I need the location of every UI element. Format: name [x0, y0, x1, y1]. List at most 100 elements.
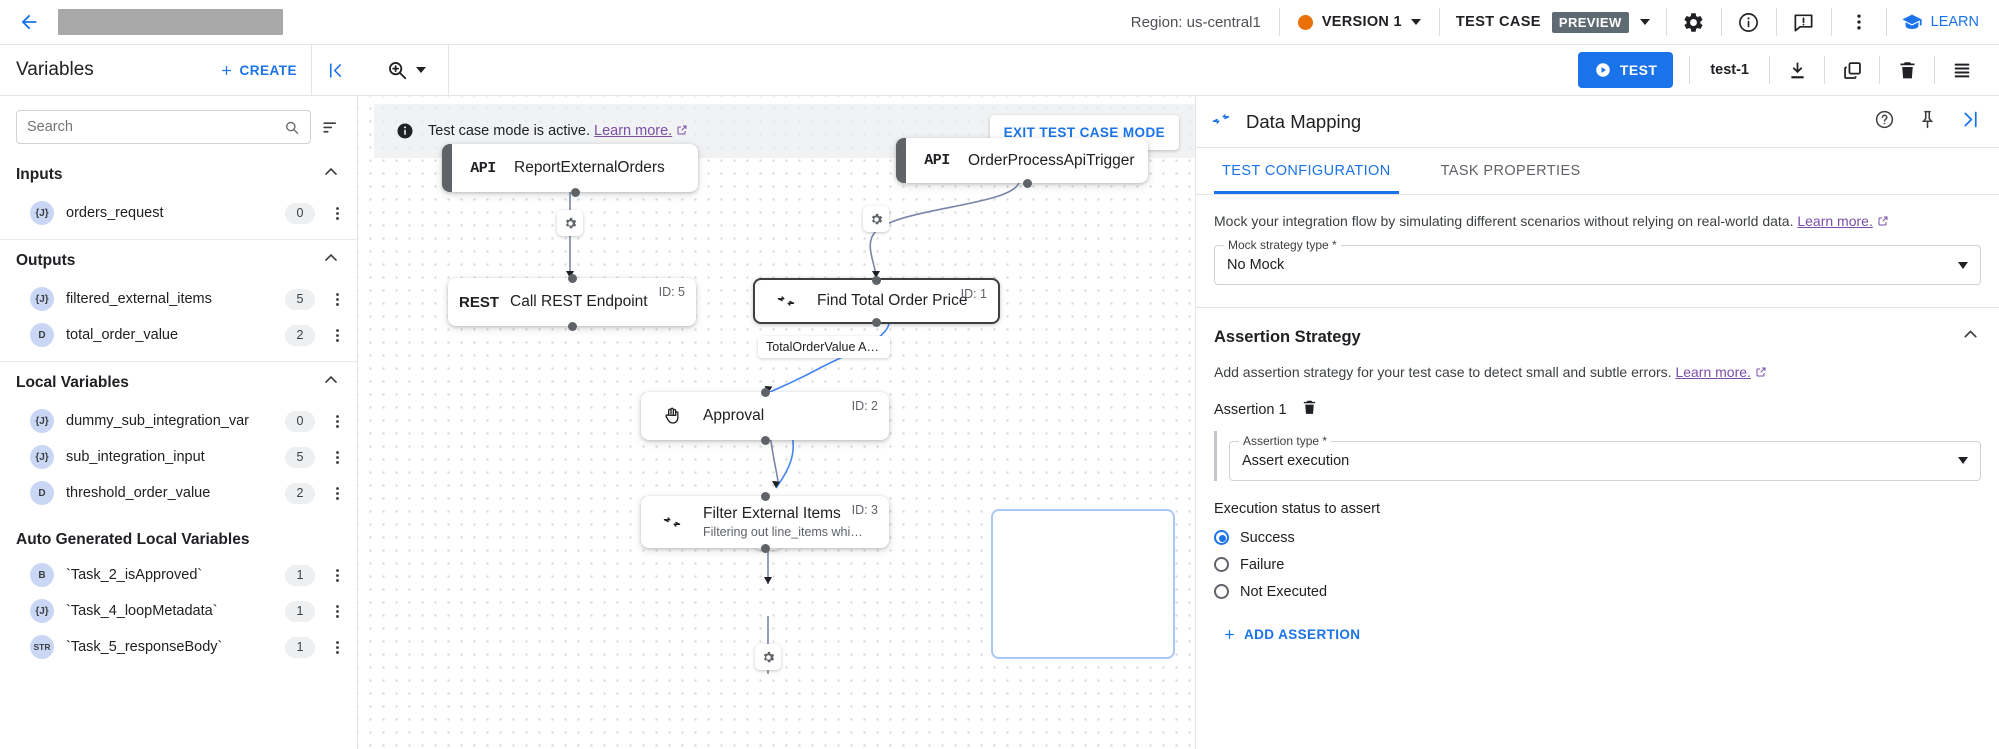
node-output-port[interactable] [760, 543, 770, 553]
divider [1934, 56, 1935, 84]
radio-option-failure[interactable]: Failure [1214, 557, 1981, 573]
mock-learn-more-link[interactable]: Learn more. [1797, 213, 1873, 229]
more-vert-icon[interactable] [327, 205, 347, 222]
flow-node-placeholder[interactable] [991, 509, 1175, 659]
more-vert-icon[interactable] [327, 567, 347, 584]
node-input-port[interactable] [760, 387, 770, 397]
version-selector[interactable]: VERSION 1 [1280, 14, 1439, 30]
search-field[interactable] [27, 119, 277, 135]
delete-assertion-icon[interactable] [1301, 399, 1318, 421]
node-input-port[interactable] [872, 275, 881, 285]
copy-icon[interactable] [1825, 48, 1879, 93]
list-menu-icon[interactable] [1935, 48, 1989, 93]
more-vert-icon[interactable] [327, 291, 347, 308]
more-vert-icon[interactable] [327, 327, 347, 344]
banner-learn-more-link[interactable]: Learn more. [594, 123, 673, 139]
chevron-up-icon[interactable] [321, 162, 341, 187]
flow-node-report-external-orders[interactable]: API ReportExternalOrders [442, 144, 698, 197]
tab-test-configuration[interactable]: TEST CONFIGURATION [1214, 148, 1399, 194]
radio-label: Failure [1240, 556, 1285, 573]
mock-strategy-select[interactable]: Mock strategy type * No Mock [1214, 238, 1981, 286]
assertion-strategy-header[interactable]: Assertion Strategy [1196, 308, 1999, 350]
variable-row[interactable]: D total_order_value 2 [0, 317, 357, 353]
radio-option-not-executed[interactable]: Not Executed [1214, 584, 1981, 600]
back-arrow-icon[interactable] [0, 11, 58, 33]
radio-label: Success [1240, 529, 1295, 546]
radio-option-success[interactable]: Success [1214, 530, 1981, 546]
variable-row[interactable]: {J} `Task_4_loopMetadata` 1 [0, 593, 357, 629]
node-output-port[interactable] [872, 317, 881, 327]
more-vert-icon[interactable] [327, 485, 347, 502]
variable-row[interactable]: D threshold_order_value 2 [0, 475, 357, 511]
edge-gear-icon[interactable] [557, 210, 583, 236]
chevron-up-icon[interactable] [1960, 324, 1981, 350]
section-header-outputs[interactable]: Outputs [0, 240, 357, 281]
variable-row[interactable]: {J} orders_request 0 [0, 195, 357, 231]
flow-node-order-process-api-trigger[interactable]: API OrderProcessApiTrigger [896, 138, 1148, 188]
mock-strategy-value: No Mock [1227, 257, 1285, 274]
edge-gear-icon[interactable] [863, 206, 889, 232]
variable-row[interactable]: {J} sub_integration_input 5 [0, 439, 357, 475]
assertion-learn-more-link[interactable]: Learn more. [1675, 364, 1751, 381]
more-vert-icon[interactable] [327, 639, 347, 656]
exit-test-case-mode-button[interactable]: EXIT TEST CASE MODE [989, 115, 1179, 150]
mock-description-text: Mock your integration flow by simulating… [1214, 213, 1794, 229]
flow-canvas[interactable]: Test case mode is active. Learn more. EX… [358, 96, 1195, 749]
variable-row[interactable]: {J} filtered_external_items 5 [0, 281, 357, 317]
collapse-right-icon[interactable] [1960, 109, 1981, 135]
variable-count: 1 [285, 564, 315, 586]
more-vert-icon[interactable] [327, 413, 347, 430]
node-output-port[interactable] [567, 321, 577, 331]
edge-gear-icon[interactable] [755, 644, 781, 670]
section-header-local-variables[interactable]: Local Variables [0, 362, 357, 403]
gear-icon[interactable] [1667, 0, 1721, 45]
node-input-port[interactable] [567, 273, 577, 283]
tab-task-properties[interactable]: TASK PROPERTIES [1440, 163, 1581, 179]
download-icon[interactable] [1770, 48, 1824, 93]
more-vert-icon[interactable] [327, 449, 347, 466]
flow-node-call-rest-endpoint[interactable]: REST Call REST Endpoint ID: 5 [448, 273, 696, 331]
type-badge: {J} [30, 201, 54, 225]
add-assertion-button[interactable]: ADD ASSERTION [1214, 619, 1981, 650]
learn-button[interactable]: LEARN [1887, 11, 1999, 33]
node-input-port[interactable] [760, 491, 770, 501]
chevron-up-icon[interactable] [321, 248, 341, 273]
more-vert-icon[interactable] [327, 603, 347, 620]
radio-icon [1214, 584, 1229, 600]
variable-row[interactable]: STR `Task_5_responseBody` 1 [0, 629, 357, 665]
radio-label: Not Executed [1240, 583, 1328, 600]
more-vert-icon[interactable] [1832, 0, 1886, 45]
top-app-bar: Region: us-central1 VERSION 1 TEST CASE … [0, 0, 1999, 45]
feedback-icon[interactable] [1777, 0, 1831, 45]
chevron-up-icon[interactable] [321, 370, 341, 395]
flow-node-approval[interactable]: Approval ID: 2 [641, 387, 889, 445]
test-case-selector[interactable]: TEST CASE PREVIEW [1440, 11, 1666, 33]
node-output-port[interactable] [570, 187, 580, 197]
external-link-icon [1756, 367, 1766, 377]
section-header-inputs[interactable]: Inputs [0, 154, 357, 195]
variables-sidebar: Inputs {J} orders_request 0 Outputs {J} … [0, 96, 358, 749]
flow-node-find-total-order-price[interactable]: Find Total Order Price ID: 1 [753, 275, 1000, 327]
divider [0, 239, 357, 240]
node-output-port[interactable] [1022, 178, 1032, 188]
flow-node-filter-external-items[interactable]: Filter External Items Filtering out line… [641, 491, 889, 553]
edge-condition-label[interactable]: TotalOrderValue Above … [758, 336, 890, 358]
run-test-button[interactable]: TEST [1577, 52, 1674, 88]
divider [1438, 8, 1440, 36]
assertion-description: Add assertion strategy for your test cas… [1196, 350, 1886, 382]
pin-icon[interactable] [1917, 109, 1938, 135]
node-output-port[interactable] [760, 435, 770, 445]
create-variable-button[interactable]: CREATE [219, 63, 311, 78]
zoom-control[interactable] [358, 44, 449, 96]
collapse-panel-icon[interactable] [311, 44, 358, 96]
variable-row[interactable]: B `Task_2_isApproved` 1 [0, 557, 357, 593]
trash-icon[interactable] [1880, 48, 1934, 93]
sort-icon[interactable] [319, 118, 341, 137]
assertion-type-select[interactable]: Assertion type * Assert execution [1229, 433, 1981, 481]
variable-name: orders_request [66, 205, 164, 221]
info-icon[interactable] [1722, 0, 1776, 45]
search-input[interactable] [16, 110, 311, 144]
variable-row[interactable]: {J} dummy_sub_integration_var 0 [0, 403, 357, 439]
help-circle-icon[interactable] [1874, 109, 1895, 135]
node-title: Find Total Order Price [817, 292, 968, 309]
